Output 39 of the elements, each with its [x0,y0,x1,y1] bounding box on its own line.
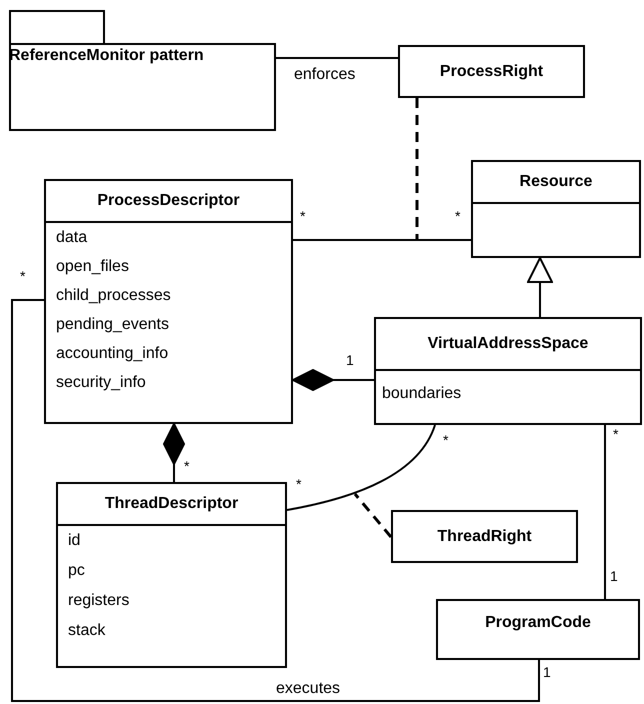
multiplicity-label: 1 [543,664,551,680]
class-box [398,45,585,98]
attribute-text: id [68,531,82,551]
attribute-text: data [56,228,88,248]
attribute-text: security_info [56,373,147,393]
class-name: VirtualAddressSpace [428,335,588,353]
composition-line [163,423,185,482]
attribute-text: boundaries [382,384,462,404]
class-box [436,599,640,660]
class-name: ThreadDescriptor [104,495,238,513]
class-box [471,160,641,258]
attribute-text: stack [68,621,106,641]
generalization-arrow [527,257,553,317]
class-box [391,510,578,563]
association-line [276,57,398,59]
association-line [293,239,471,241]
class-name: ProcessRight [440,62,544,80]
package-name: ReferenceMonitor pattern [9,47,204,65]
attribute-text: accounting_info [56,344,170,364]
class-name: ProcessDescriptor [97,192,240,210]
association-line [286,424,436,511]
class-box [374,317,642,425]
composition-line [292,369,374,391]
class-box [56,482,287,668]
attribute-text: pc [68,561,86,581]
attribute-text: registers [68,591,130,611]
multiplicity-label: 1 [346,352,354,368]
association-class-line [354,493,392,538]
class-box [44,179,293,424]
attribute-text: pending_events [56,315,170,335]
class-name: ThreadRight [437,528,532,546]
class-name: ProgramCode [485,614,591,632]
association-line [11,299,540,702]
association-line [604,425,606,599]
class-name: Resource [520,173,592,191]
attribute-text: child_processes [56,286,172,306]
association-class-line [416,98,418,240]
attribute-text: open_files [56,257,130,277]
multiplicity-label: 1 [610,568,618,584]
